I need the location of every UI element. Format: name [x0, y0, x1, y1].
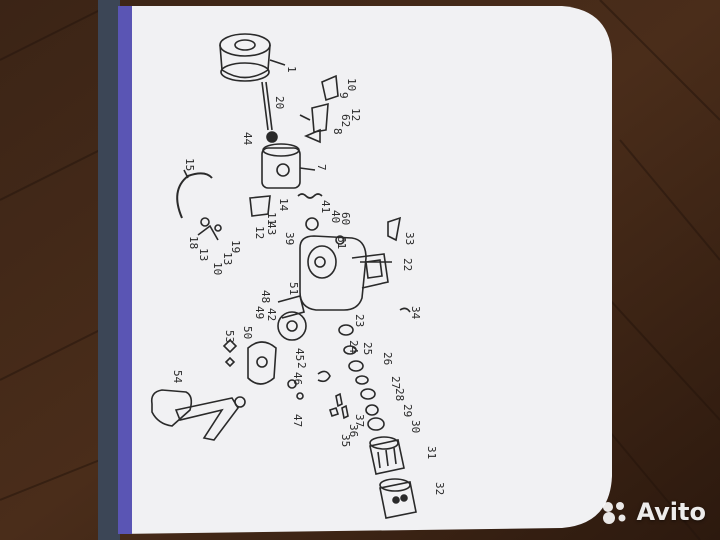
part-label: 32	[433, 482, 446, 495]
part-label: 8	[331, 128, 344, 135]
handle-arm	[174, 397, 239, 441]
drag-knob	[369, 439, 405, 475]
part-label: 54	[171, 370, 184, 384]
part-label: 20	[273, 96, 286, 109]
part-label: 23	[353, 314, 366, 327]
part-label: 39	[283, 232, 296, 245]
avito-logo-icon	[603, 502, 626, 524]
part-label: 50	[241, 326, 254, 339]
part-label: 48	[259, 290, 272, 303]
part-label: 28	[393, 388, 406, 401]
box-stripe	[118, 6, 132, 534]
part-label: 13	[197, 248, 210, 261]
part-label: 51	[287, 282, 300, 295]
part-label: 53	[223, 330, 236, 343]
part-label: 9	[337, 92, 350, 99]
part-label: 61	[335, 236, 348, 249]
part-label: 12	[253, 226, 266, 239]
part-label: 10	[211, 262, 224, 275]
handle-knob	[150, 389, 193, 427]
part-label: 45	[293, 348, 306, 361]
part-label: 14	[277, 198, 290, 212]
reel-diagram	[150, 33, 417, 519]
part-label: 1	[285, 66, 298, 73]
part-label: 24	[347, 340, 360, 354]
part-labels: 1 10 9 12 62 8 20 44 7 15 41 14 11 13 18…	[171, 66, 446, 495]
part-label: 31	[425, 446, 438, 459]
part-label: 41	[319, 200, 332, 213]
part-label: 18	[187, 236, 200, 249]
part-label: 37	[353, 414, 366, 427]
part-label: 30	[409, 420, 422, 433]
part-label: 2	[295, 362, 308, 369]
reel-foot	[351, 253, 389, 289]
reel-body	[299, 235, 367, 311]
part-label: 33	[403, 232, 416, 245]
part-label: 12	[349, 108, 362, 121]
part-label: 29	[401, 404, 414, 417]
main-gear	[277, 311, 307, 341]
part-label: 60	[339, 212, 352, 225]
part-label: 49	[253, 306, 266, 319]
part-label: 44	[241, 132, 254, 146]
watermark-text: Avito	[636, 498, 706, 526]
part-label: 19	[229, 240, 242, 253]
part-label: 34	[409, 306, 422, 320]
part-label: 26	[381, 352, 394, 365]
part-label: 35	[339, 434, 352, 447]
part-label: 36	[347, 424, 360, 437]
part-label: 47	[291, 414, 304, 427]
part-label: 46	[291, 372, 304, 385]
part-label: 42	[265, 308, 278, 321]
part-label: 10	[345, 78, 358, 91]
part-label: 22	[401, 258, 414, 271]
drag-cap	[379, 481, 417, 519]
part-label: 11	[265, 212, 278, 225]
part-label: 40	[329, 210, 342, 223]
part-label: 25	[361, 342, 374, 355]
part-label: 13	[221, 252, 234, 265]
box-side	[98, 0, 120, 540]
bail-wire	[176, 172, 213, 219]
part-label: 43	[265, 222, 278, 235]
spool-lip	[220, 62, 270, 82]
part-label: 7	[315, 164, 328, 171]
avito-watermark: Avito	[600, 498, 706, 526]
washer-stack	[338, 324, 385, 431]
part-label: 27	[389, 376, 402, 389]
part-label: 15	[183, 158, 196, 171]
part-label: 62	[339, 114, 352, 127]
